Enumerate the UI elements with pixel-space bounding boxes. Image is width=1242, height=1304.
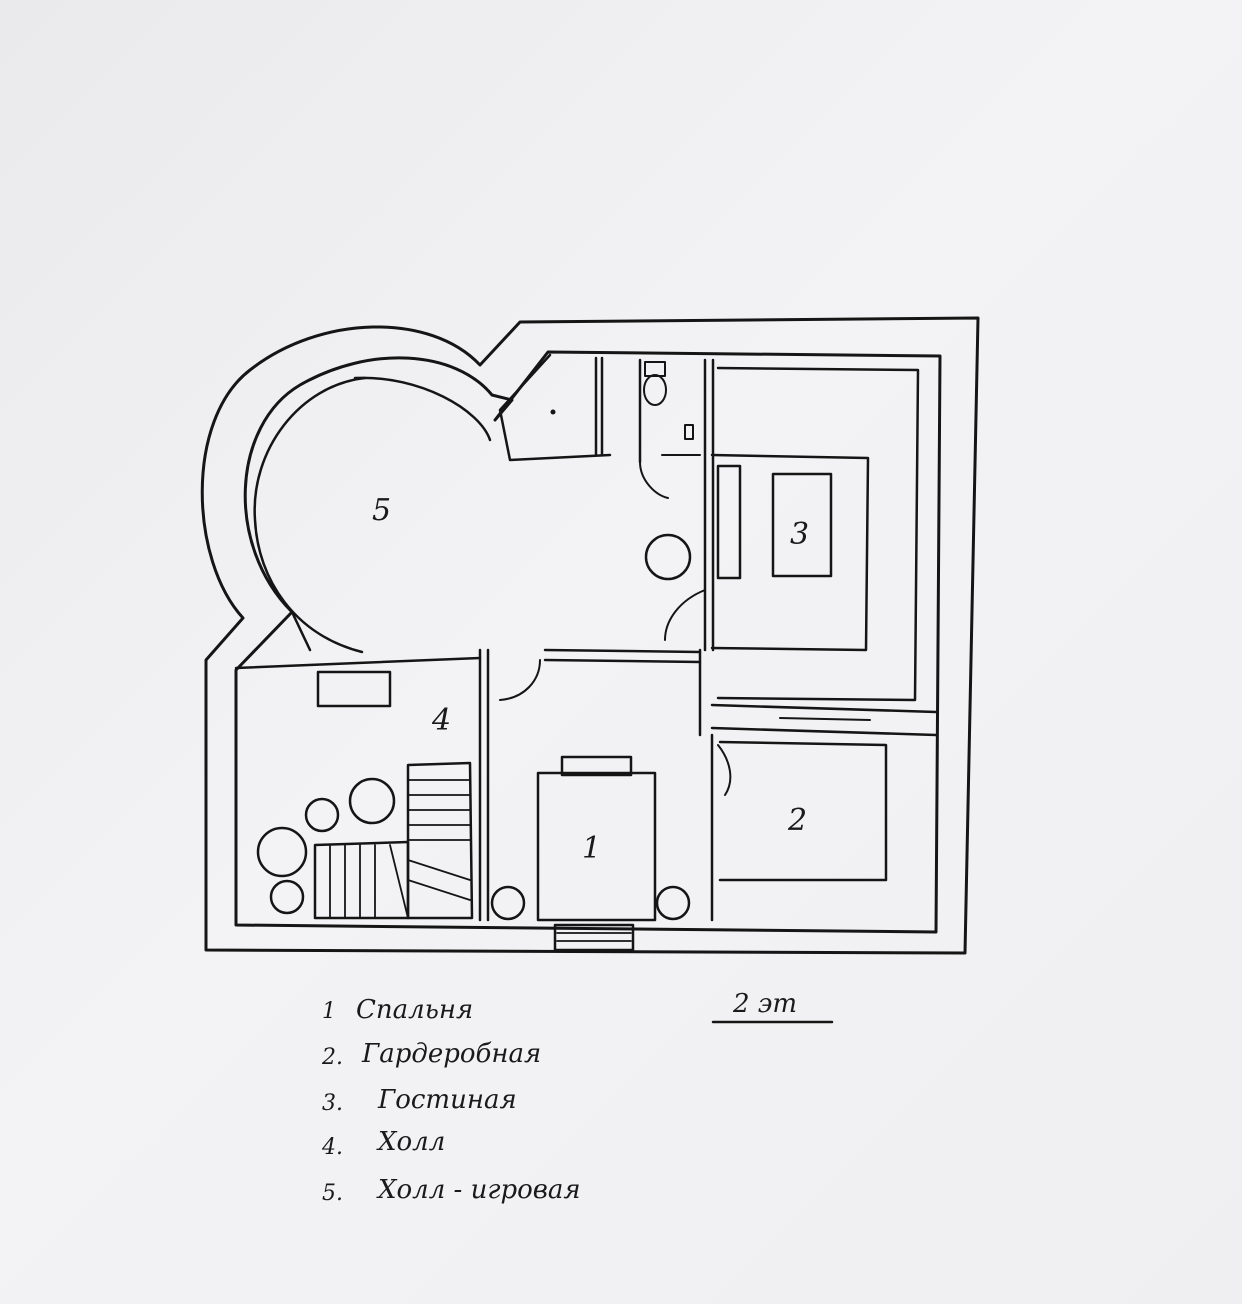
legend-num-5: 5.: [322, 1181, 343, 1206]
legend-num-3: 3.: [322, 1091, 343, 1116]
angled-closet: [498, 353, 612, 462]
legend-num-2: 2.: [321, 1045, 343, 1070]
floor-label: 2 эт: [711, 989, 834, 1024]
room-4-hall: [256, 670, 474, 920]
middle-walls: [234, 610, 938, 922]
room-3-living: [644, 366, 920, 702]
outer-wall: [200, 316, 980, 955]
room-number-5: 5: [372, 493, 391, 528]
room-labels: 5 3 4 1 2: [372, 493, 809, 866]
floor-label-text: 2 эт: [732, 989, 797, 1019]
legend: 1 Спальня 2. Гардеробная 3. Гостиная 4. …: [321, 995, 581, 1206]
room-number-3: 3: [790, 517, 809, 552]
room-1-bedroom: [490, 733, 714, 952]
legend-name-4: Холл: [376, 1127, 445, 1157]
legend-name-1: Спальня: [356, 995, 473, 1025]
room-number-4: 4: [431, 703, 451, 738]
legend-num-1: 1: [322, 999, 336, 1024]
round-room-wall: [253, 376, 492, 654]
legend-name-3: Гостиная: [377, 1085, 517, 1115]
bathroom: [638, 358, 715, 652]
room-2-wardrobe: [718, 740, 888, 882]
room-number-2: 2: [787, 803, 807, 838]
legend-name-2: Гардеробная: [361, 1039, 541, 1069]
legend-name-5: Холл - игровая: [376, 1175, 581, 1205]
room-number-1: 1: [582, 831, 601, 866]
doors: [499, 589, 732, 796]
legend-num-4: 4.: [321, 1135, 343, 1160]
